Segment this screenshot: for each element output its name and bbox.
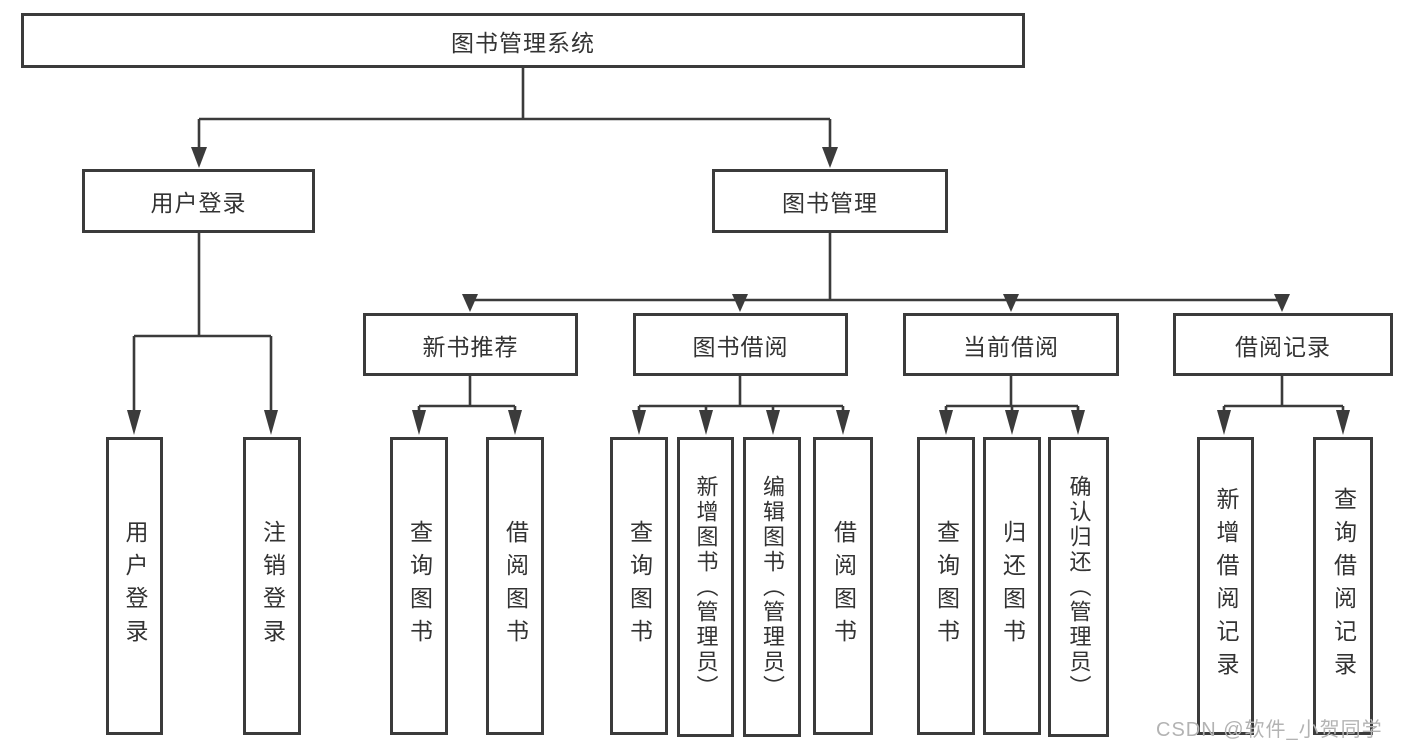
node-borrow-records: 借阅记录	[1173, 313, 1393, 376]
leaf-br-add-record: 新增借阅记录	[1197, 437, 1254, 735]
leaf-cb-query-books: 查询图书	[917, 437, 975, 735]
leaf-user-login: 用户登录	[106, 437, 163, 735]
leaf-br-query-record: 查询借阅记录	[1313, 437, 1373, 735]
node-book-borrow: 图书借阅	[633, 313, 848, 376]
leaf-logout: 注销登录	[243, 437, 301, 735]
leaf-nb-borrow-books: 借阅图书	[486, 437, 544, 735]
node-root-system: 图书管理系统	[21, 13, 1025, 68]
node-book-management: 图书管理	[712, 169, 948, 233]
node-new-book-recommend: 新书推荐	[363, 313, 578, 376]
node-current-borrow: 当前借阅	[903, 313, 1119, 376]
leaf-bb-add-books-admin: 新增图书（管理员）	[677, 437, 734, 737]
leaf-cb-confirm-return-admin: 确认归还（管理员）	[1048, 437, 1109, 737]
leaf-bb-edit-books-admin: 编辑图书（管理员）	[743, 437, 801, 737]
leaf-cb-return-books: 归还图书	[983, 437, 1041, 735]
leaf-bb-borrow-books: 借阅图书	[813, 437, 873, 735]
leaf-bb-query-books: 查询图书	[610, 437, 668, 735]
node-user-login: 用户登录	[82, 169, 315, 233]
watermark: CSDN @软件_小贺同学	[1156, 719, 1383, 741]
leaf-nb-query-books: 查询图书	[390, 437, 448, 735]
